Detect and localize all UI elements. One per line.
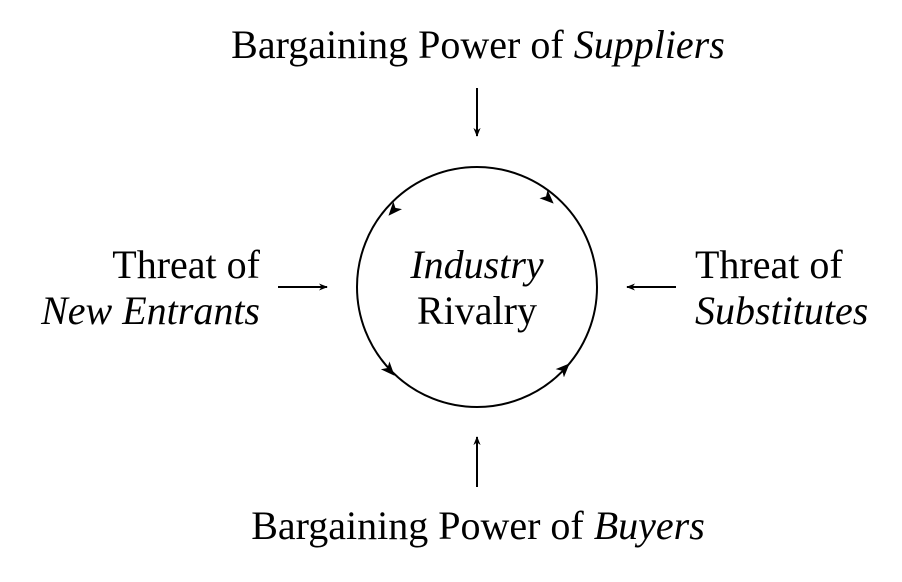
suppliers-label: Bargaining Power of Suppliers xyxy=(0,22,902,68)
industry-rivalry-label-line1: Industry xyxy=(410,242,544,287)
new-entrants-label: Threat of New Entrants xyxy=(41,242,260,334)
industry-rivalry-label: Industry Rivalry xyxy=(376,242,578,334)
new-entrants-label-line1: Threat of xyxy=(112,242,260,287)
suppliers-label-prefix: Bargaining Power of xyxy=(231,22,574,67)
substitutes-label-line2: Substitutes xyxy=(695,288,869,333)
rivalry-circle xyxy=(356,166,598,408)
industry-rivalry-label-line2: Rivalry xyxy=(417,288,537,333)
circle-arrowhead-top-left xyxy=(388,201,403,216)
buyers-label-prefix: Bargaining Power of xyxy=(251,503,594,548)
buyers-label-emphasis: Buyers xyxy=(593,503,705,548)
substitutes-label: Threat of Substitutes xyxy=(695,242,868,334)
buyers-label: Bargaining Power of Buyers xyxy=(0,503,902,549)
substitutes-label-line1: Threat of xyxy=(695,242,843,287)
new-entrants-label-line2: New Entrants xyxy=(41,288,260,333)
suppliers-label-emphasis: Suppliers xyxy=(573,22,725,67)
